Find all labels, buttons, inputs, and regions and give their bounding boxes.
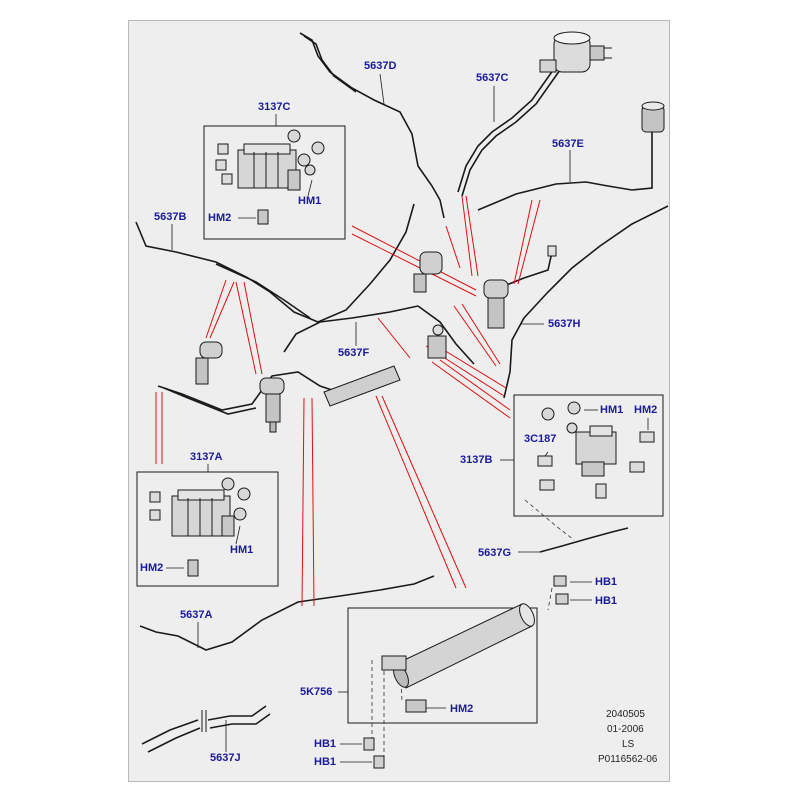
pointer-5637e-2 [517,199,541,285]
pointer-3137b-1 [431,361,511,419]
pipe-left-spring [157,371,339,411]
label-5637c: 5637C [476,72,509,84]
pipe-5637f [283,305,419,353]
air-pipes [135,32,669,753]
pointer-lines [155,195,541,607]
air-spring-centre [413,251,443,293]
label-hm1-3137c: HM1 [298,195,322,207]
label-5k756: 5K756 [300,686,333,698]
pointer-5637b-3 [235,281,257,375]
pointer-5637e-1 [513,199,533,285]
leader-hm1-c [307,179,313,197]
filter-canister [641,101,665,133]
pipe-5637b [135,203,415,323]
pointer-5637b-4 [243,281,263,375]
pipe-5637j-right-2 [209,713,271,729]
label-3137b: 3137B [460,454,493,466]
label-hm2-3137a: HM2 [140,562,164,574]
pipe-5637c-alt [461,69,561,197]
valve-block-3137c [215,129,325,225]
leader-hm1-a [235,525,241,545]
pipe-5637b-lower [215,263,311,319]
label-hm2-3137c: HM2 [208,212,232,224]
label-5637g: 5637G [478,547,512,559]
sensor-plug [547,245,557,257]
pipe-5637j-left-2 [147,727,201,753]
label-5637j: 5637J [210,752,241,764]
label-5637d: 5637D [364,60,397,72]
centre-valve [427,324,447,359]
reservoir-small [323,365,401,407]
pipe-5637g [539,527,629,553]
pointer-3137c-1 [351,225,477,291]
pipe-5637d [299,32,445,219]
leader-5637d [379,73,385,105]
pipe-5637a [139,575,435,651]
pointer-5637a-1 [301,397,305,607]
label-hm2-reservoir: HM2 [450,703,474,715]
label-hb1-4: HB1 [314,756,337,768]
pipe-centre [417,305,475,365]
pipe-5637j-left [141,719,199,745]
pointer-5637a-2 [311,397,315,607]
label-5637b: 5637B [154,211,187,223]
valve-block-3137b [537,401,655,499]
pointer-5637b-2 [209,281,235,339]
label-hb1-1: HB1 [595,576,618,588]
label-5637f: 5637F [338,347,370,359]
label-5637e: 5637E [552,138,584,150]
label-3137c: 3137C [258,101,291,113]
reservoir-5k756 [381,603,535,713]
label-hb1-2: HB1 [595,595,618,607]
components [149,31,665,769]
label-3137a: 3137A [190,451,223,463]
detail-box-5k756 [347,607,538,724]
pointer-5637d [445,225,461,269]
pointer-5637b-1 [205,279,227,339]
detail-box-3137c [203,125,346,240]
label-5637a: 5637A [180,609,213,621]
valve-block-3137a [149,477,251,577]
label-3c187: 3C187 [524,433,557,445]
footer-date: 01-2006 [607,724,644,735]
label-hm2-3137b: HM2 [634,404,658,416]
air-spring-right [483,279,509,329]
label-hm1-3137b: HM1 [600,404,624,416]
pointer-5637f [377,317,411,359]
pointer-5637c-2 [465,195,479,277]
label-hm1-3137a: HM1 [230,544,254,556]
pipe-5637d-alt [303,35,357,93]
pointer-3137b-2 [439,359,511,411]
dashed-hb1 [547,587,553,611]
pipe-5637h [503,205,669,399]
pipe-5637e [477,130,653,211]
pipe-clip [201,710,207,732]
bolts-hb1 [363,575,569,769]
pipe-valve-feed [503,251,553,287]
compressor [539,31,612,73]
footer-code: P0116562-06 [598,754,658,765]
footer-model: LS [622,739,635,750]
label-5637h: 5637H [548,318,581,330]
pointer-5637h-1 [453,305,497,367]
air-spring-front-left [195,341,223,385]
pointer-3137c-2 [351,233,477,297]
label-hb1-3: HB1 [314,738,337,750]
air-spring-rear-left [259,377,285,433]
pointer-5637c-1 [461,195,473,277]
pipe-front-left [163,387,257,415]
pipe-5637c [457,65,557,193]
pointer-5637h-2 [461,303,501,365]
detail-box-3137a [136,471,279,587]
pointer-5k756-1 [375,395,457,589]
pointer-5k756-2 [381,395,467,589]
pipe-5637j-right [207,705,267,721]
footer-ref: 2040505 [606,709,645,720]
detail-boxes [136,125,664,724]
dashed-3137b [524,499,575,541]
detail-box-3137b [513,394,664,517]
